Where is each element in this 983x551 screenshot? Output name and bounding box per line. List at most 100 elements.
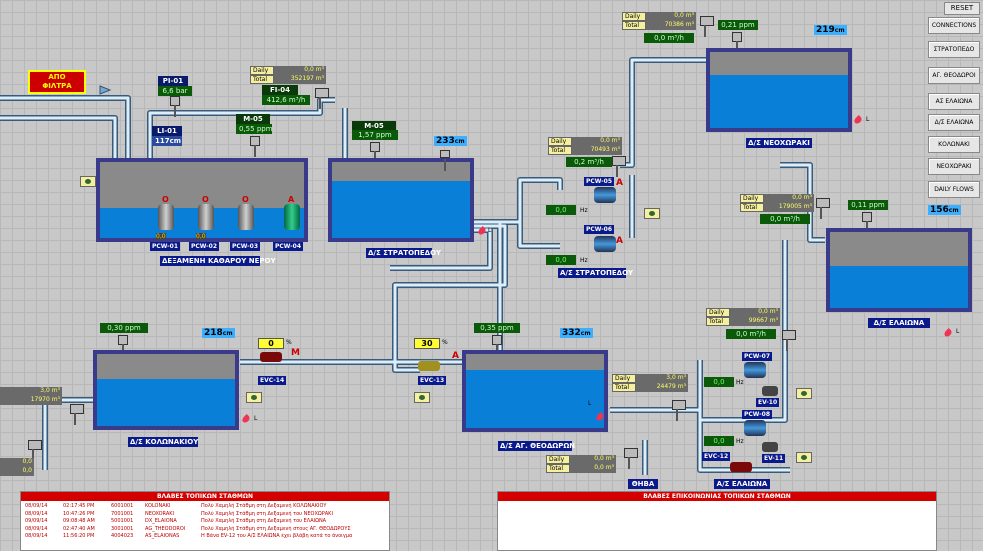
fi04-total: 352197 m³ — [274, 75, 326, 84]
flowmeter-icon — [28, 440, 42, 461]
side-button-connections[interactable]: CONNECTIONS — [928, 17, 980, 34]
evc14-percent[interactable]: 0 — [258, 338, 284, 349]
valve-ev10-icon[interactable] — [762, 386, 778, 396]
side-button-as-elaiona[interactable]: ΑΣ ΕΛΑΙΩΝΑ — [928, 93, 980, 110]
side-button-neoxoraki[interactable]: ΝΕΟΧΩΡΑΚΙ — [928, 158, 980, 175]
valve-evc13-icon[interactable] — [418, 361, 440, 371]
pcw07-hz: 0,0 — [704, 377, 734, 387]
pcw03-tag: PCW-03 — [230, 242, 260, 251]
valve-evc12-icon[interactable] — [730, 462, 752, 472]
evc12-tag: EVC-12 — [702, 452, 731, 461]
m05b-tag: M-05 — [352, 121, 396, 131]
evc13-tag: EVC-13 — [418, 376, 447, 385]
pst-strat-daily: 0,0 m³ — [572, 137, 622, 146]
pump-pcw05-icon[interactable] — [594, 187, 616, 203]
pcw05-mode: A — [616, 178, 623, 188]
pump-pcw04-icon[interactable] — [284, 204, 300, 230]
left-total: 17970 m³ — [0, 396, 62, 405]
pcw02-tag: PCW-02 — [189, 242, 219, 251]
side-button-daily-flows[interactable]: DAILY FLOWS — [928, 181, 980, 198]
side-button-theodoroi[interactable]: ΑΓ. ΘΕΟΔΩΡΟΙ — [928, 67, 980, 84]
view-eye-icon[interactable] — [644, 208, 660, 219]
analyzer-icon — [118, 335, 128, 356]
stratopedo-level-fill — [332, 181, 470, 238]
flowmeter-icon — [672, 400, 686, 421]
pst-strat-flow: 0,2 m³/h — [566, 157, 612, 167]
neox-total: 70386 m³ — [646, 21, 696, 30]
stratopedo-l: L — [488, 227, 492, 234]
thiva-daily: 0,0 m³ — [570, 455, 616, 464]
pcw05-hz-unit: Hz — [580, 207, 588, 214]
li01-tag: LI-01 — [152, 126, 182, 136]
pump-pcw02-icon[interactable] — [198, 204, 214, 230]
pst-strat-label: Α/Σ ΣΤΡΑΤΟΠΕΔΟΥ — [558, 268, 634, 278]
pcw07-hz-unit: Hz — [736, 379, 744, 386]
elaiona-ppm: 0,11 ppm — [848, 200, 888, 210]
theodoroi-level-fill — [466, 370, 604, 428]
pump-pcw03-icon[interactable] — [238, 204, 254, 230]
pcw08-hz: 0,0 — [704, 436, 734, 446]
neoxoraki-level-fill — [710, 74, 848, 128]
theodoroi-l: L — [588, 400, 592, 407]
valve-ev11-icon[interactable] — [762, 442, 778, 452]
pse-daily-label: Daily — [706, 308, 730, 317]
pse-total: 99667 m³ — [730, 317, 780, 326]
pcw05-hz: 0,0 — [546, 205, 576, 215]
neox-l: L — [866, 116, 870, 123]
pump-pcw01-icon[interactable] — [158, 204, 174, 230]
stratopedo-tank — [328, 158, 474, 242]
stratopedo-level: 233cm — [434, 136, 467, 146]
left2-val1: 0,0 — [0, 458, 34, 467]
side-button-kolonaki[interactable]: ΚΟΛΩΝΑΚΙ — [928, 136, 980, 153]
view-eye-icon[interactable] — [80, 176, 96, 187]
evc13-percent[interactable]: 30 — [414, 338, 440, 349]
side-button-ds-elaiona[interactable]: Δ/Σ ΕΛΑΙΩΝΑ — [928, 114, 980, 131]
apo-filtra-button[interactable]: ΑΠΟ ΦΙΛΤΡΑ — [28, 70, 86, 94]
fi04-flow: 412,6 m³/h — [262, 95, 310, 105]
flowmeter-icon — [612, 156, 626, 177]
pump-pcw06-icon[interactable] — [594, 236, 616, 252]
view-eye-icon[interactable] — [414, 392, 430, 403]
pst-strat-total-label: Total — [548, 146, 572, 155]
pcw01-state: O — [162, 195, 169, 204]
side-button-stratopedo[interactable]: ΣΤΡΑΤΟΠΕΔΟ — [928, 41, 980, 58]
elaiona-level: 156cm — [928, 205, 961, 215]
pressure-gauge-icon — [170, 96, 180, 117]
left2-val2: 0,0 — [0, 467, 34, 476]
valve-evc14-icon[interactable] — [260, 352, 282, 362]
comm-alarm-panel: ΒΛΑΒΕΣ ΕΠΙΚΟΙΝΩΝΙΑΣ ΤΟΠΙΚΩΝ ΣΤΑΘΜΩΝ — [497, 491, 937, 551]
pcw02-value: 0,0 — [196, 233, 206, 240]
elaiona-total-label: Total — [740, 203, 764, 212]
kolonaki-label: Δ/Σ ΚΟΛΩΝΑΚΙΟΥ — [128, 437, 199, 447]
elaiona-daily: 0,0 m³ — [764, 194, 814, 203]
view-eye-icon[interactable] — [796, 452, 812, 463]
elaiona-label: Δ/Σ ΕΛΑΙΩΝΑ — [868, 318, 930, 328]
pcw02-state: O — [202, 195, 209, 204]
pump-pcw07-icon[interactable] — [744, 362, 766, 378]
analyzer-icon — [492, 335, 502, 356]
pcw08-tag: PCW-08 — [742, 410, 772, 419]
left-daily: 3,0 m³ — [0, 387, 62, 396]
pse-flow: 0,0 m³/h — [726, 329, 776, 339]
thiva-total: 0,0 m³ — [570, 464, 616, 473]
comm-panel-title: ΒΛΑΒΕΣ ΕΠΙΚΟΙΝΩΝΙΑΣ ΤΟΠΙΚΩΝ ΣΤΑΘΜΩΝ — [498, 492, 936, 501]
neox-total-label: Total — [622, 21, 646, 30]
theo-total-label: Total — [612, 383, 636, 392]
fi04-daily: 0,0 m³ — [274, 66, 326, 75]
elaiona-flow: 0,0 m³/h — [760, 214, 810, 224]
reset-button[interactable]: RESET — [944, 2, 980, 15]
neox-ppm: 0,21 ppm — [718, 20, 758, 30]
pump-pcw08-icon[interactable] — [744, 420, 766, 436]
view-eye-icon[interactable] — [796, 388, 812, 399]
evc13-mode: A — [452, 351, 459, 361]
view-eye-icon[interactable] — [246, 392, 262, 403]
pcw06-hz: 0,0 — [546, 255, 576, 265]
theodoroi-label: Δ/Σ ΑΓ. ΘΕΟΔΩΡΩΝ — [498, 441, 576, 451]
